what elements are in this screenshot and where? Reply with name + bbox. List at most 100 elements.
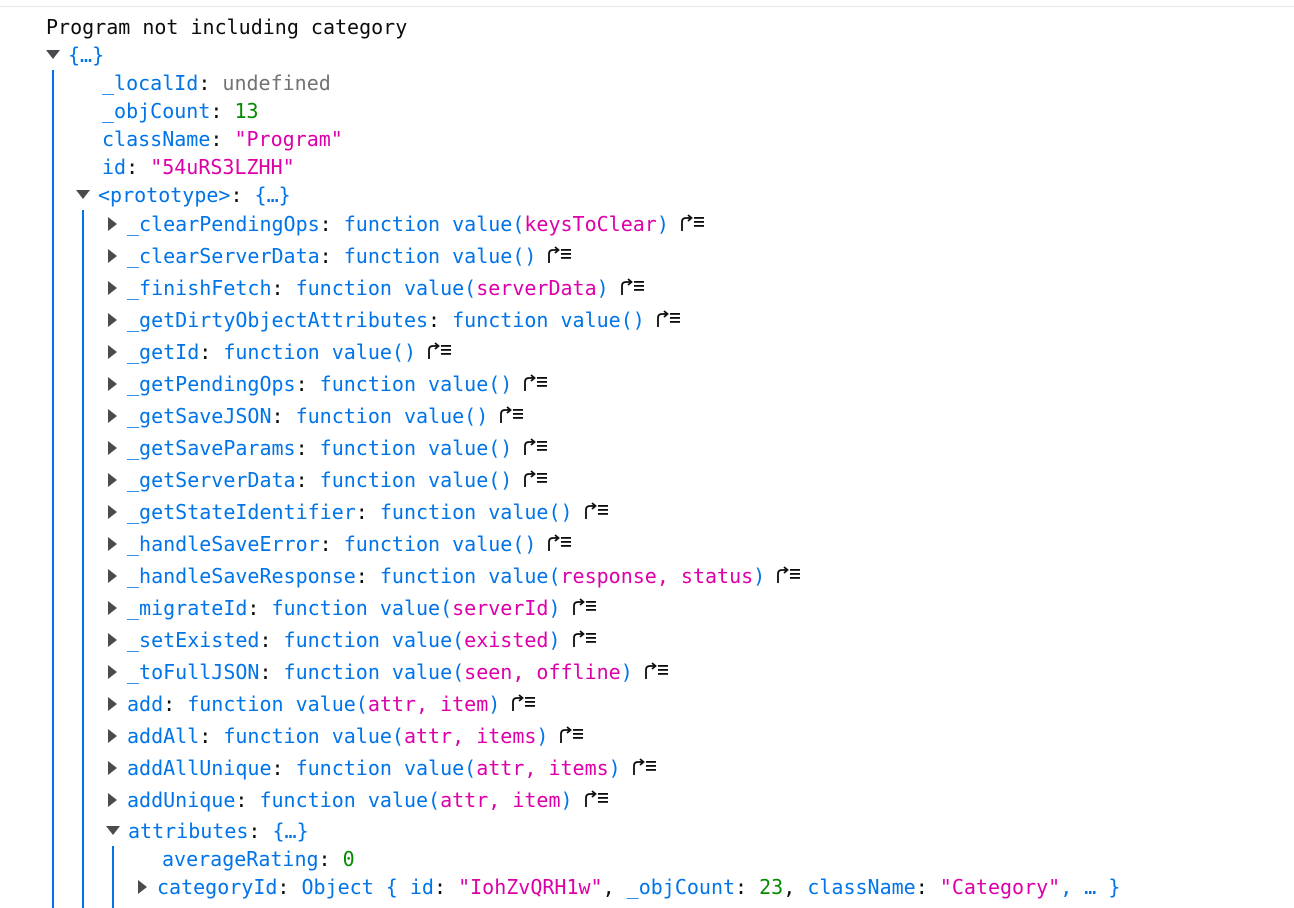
prototype-method-getserverdata[interactable]: _getServerData: function value()	[106, 465, 548, 495]
jump-to-definition-icon[interactable]	[679, 213, 705, 233]
method-signature-suffix: )	[500, 436, 513, 460]
collapse-toggle-icon[interactable]	[108, 472, 117, 487]
method-signature-suffix: )	[560, 788, 573, 812]
method-key: addAll	[127, 724, 200, 748]
prototype-method-handlesaveresponse[interactable]: _handleSaveResponse: function value(resp…	[106, 561, 801, 591]
method-signature-suffix: )	[632, 308, 645, 332]
collapse-toggle-icon[interactable]	[108, 408, 117, 423]
collapse-toggle-icon[interactable]	[108, 280, 117, 295]
prototype-method-getsavejson[interactable]: _getSaveJSON: function value()	[106, 401, 524, 431]
prototype-method-clearpendingops[interactable]: _clearPendingOps: function value(keysToC…	[106, 209, 705, 239]
collapse-toggle-icon[interactable]	[108, 536, 117, 551]
prototype-method-getdirtyobjectattributes[interactable]: _getDirtyObjectAttributes: function valu…	[106, 305, 681, 335]
jump-to-definition-icon[interactable]	[619, 277, 645, 297]
collapse-toggle-icon[interactable]	[108, 792, 117, 807]
collapse-toggle-icon[interactable]	[108, 440, 117, 455]
jump-to-definition-icon[interactable]	[655, 309, 681, 329]
jump-to-definition-icon[interactable]	[583, 789, 609, 809]
method-signature-prefix: function value(	[319, 436, 501, 460]
collapse-toggle-icon[interactable]	[108, 568, 117, 583]
jump-to-definition-icon[interactable]	[510, 693, 536, 713]
collapse-toggle-icon[interactable]	[108, 504, 117, 519]
method-signature-suffix: )	[536, 724, 549, 748]
method-signature-prefix: function value(	[283, 628, 465, 652]
prototype-method-tofulljson[interactable]: _toFullJSON: function value(seen, offlin…	[106, 657, 669, 687]
method-args: attr, item	[367, 692, 489, 716]
prototype-method-setexisted[interactable]: _setExisted: function value(existed)	[106, 625, 597, 655]
prototype-method-addall[interactable]: addAll: function value(attr, items)	[106, 721, 584, 751]
method-signature-prefix: function value(	[283, 660, 465, 684]
method-args: existed	[464, 628, 549, 652]
jump-to-definition-icon[interactable]	[631, 757, 657, 777]
collapse-toggle-icon[interactable]	[108, 376, 117, 391]
collapse-toggle-icon[interactable]	[108, 248, 117, 263]
collapse-toggle-icon[interactable]	[108, 312, 117, 327]
method-signature-prefix: function value(	[343, 244, 525, 268]
jump-to-definition-icon[interactable]	[546, 245, 572, 265]
prototype-method-handlesaveerror[interactable]: _handleSaveError: function value()	[106, 529, 572, 559]
attribute-value: 0	[342, 847, 355, 871]
root-object-preview[interactable]: {…}	[68, 43, 105, 67]
prototype-method-migrateid[interactable]: _migrateId: function value(serverId)	[106, 593, 597, 623]
prototype-row[interactable]: <prototype>: {…}	[76, 180, 291, 210]
collapse-toggle-icon[interactable]	[108, 696, 117, 711]
prototype-method-getid[interactable]: _getId: function value()	[106, 337, 452, 367]
jump-to-definition-icon[interactable]	[498, 405, 524, 425]
method-key: _getDirtyObjectAttributes	[127, 308, 429, 332]
jump-to-definition-icon[interactable]	[522, 437, 548, 457]
method-args: serverData	[476, 276, 597, 300]
prototype-preview[interactable]: {…}	[254, 183, 291, 207]
expand-toggle-icon[interactable]	[76, 190, 90, 199]
jump-to-definition-icon[interactable]	[571, 629, 597, 649]
prototype-method-add[interactable]: add: function value(attr, item)	[106, 689, 536, 719]
collapse-toggle-icon[interactable]	[108, 728, 117, 743]
method-signature-prefix: function value(	[259, 788, 441, 812]
prototype-method-getstateidentifier[interactable]: _getStateIdentifier: function value()	[106, 497, 609, 527]
jump-to-definition-icon[interactable]	[775, 565, 801, 585]
method-signature-suffix: )	[548, 628, 561, 652]
attributes-indent-guide	[112, 846, 114, 908]
method-signature-prefix: function value(	[319, 372, 501, 396]
collapse-toggle-icon[interactable]	[108, 760, 117, 775]
collapse-toggle-icon[interactable]	[138, 879, 147, 894]
jump-to-definition-icon[interactable]	[558, 725, 584, 745]
method-signature-suffix: )	[500, 468, 513, 492]
attribute-category-id[interactable]: categoryId: Object { id: "IohZvQRH1w", _…	[136, 872, 1120, 902]
collapse-toggle-icon[interactable]	[108, 600, 117, 615]
method-signature-prefix: function value(	[295, 404, 477, 428]
expand-toggle-icon[interactable]	[106, 826, 120, 835]
method-signature-prefix: function value(	[379, 500, 561, 524]
jump-to-definition-icon[interactable]	[426, 341, 452, 361]
method-signature-suffix: )	[608, 756, 621, 780]
prototype-method-clearserverdata[interactable]: _clearServerData: function value()	[106, 241, 572, 271]
method-key: _getStateIdentifier	[127, 500, 356, 524]
prototype-method-getpendingops[interactable]: _getPendingOps: function value()	[106, 369, 548, 399]
prototype-method-getsaveparams[interactable]: _getSaveParams: function value()	[106, 433, 548, 463]
method-args: attr, items	[403, 724, 537, 748]
prototype-indent-guide	[82, 210, 84, 908]
jump-to-definition-icon[interactable]	[643, 661, 669, 681]
prototype-method-finishfetch[interactable]: _finishFetch: function value(serverData)	[106, 273, 645, 303]
collapse-toggle-icon[interactable]	[108, 344, 117, 359]
field-value: 13	[234, 99, 259, 123]
jump-to-definition-icon[interactable]	[546, 533, 572, 553]
jump-to-definition-icon[interactable]	[522, 469, 548, 489]
collapse-toggle-icon[interactable]	[108, 632, 117, 647]
collapse-toggle-icon[interactable]	[108, 216, 117, 231]
attributes-preview[interactable]: {…}	[272, 819, 309, 843]
root-object-row[interactable]: {…}	[46, 40, 104, 70]
jump-to-definition-icon[interactable]	[583, 501, 609, 521]
method-args: attr, item	[440, 788, 561, 812]
method-key: _getServerData	[127, 468, 296, 492]
prototype-method-addallunique[interactable]: addAllUnique: function value(attr, items…	[106, 753, 657, 783]
collapse-toggle-icon[interactable]	[108, 664, 117, 679]
attributes-row[interactable]: attributes: {…}	[106, 816, 309, 846]
attributes-key: attributes	[128, 819, 249, 843]
method-key: _clearServerData	[127, 244, 320, 268]
method-signature-prefix: function value(	[343, 212, 525, 236]
prototype-method-addunique[interactable]: addUnique: function value(attr, item)	[106, 785, 609, 815]
method-key: _getId	[127, 340, 200, 364]
jump-to-definition-icon[interactable]	[522, 373, 548, 393]
jump-to-definition-icon[interactable]	[571, 597, 597, 617]
expand-toggle-icon[interactable]	[46, 50, 60, 59]
